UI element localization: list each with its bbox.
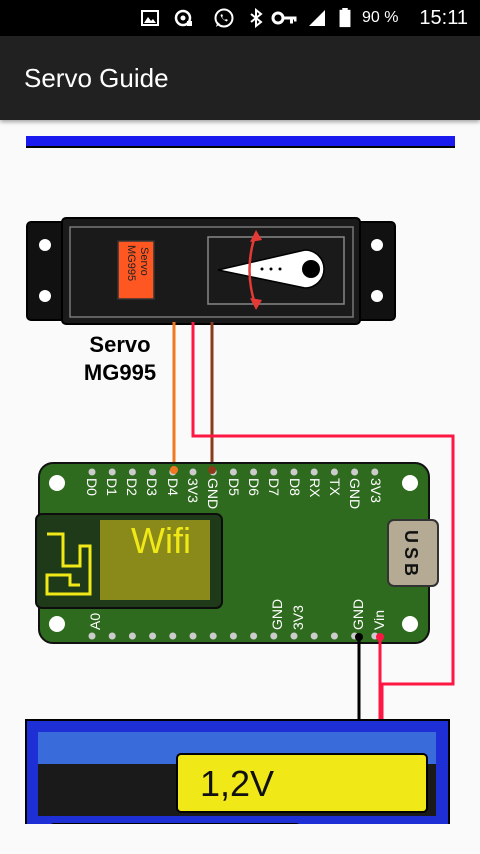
top-blue-bar (26, 136, 455, 148)
pin-dot (270, 632, 278, 640)
usb-connector (387, 519, 439, 587)
pin-label-d1: D1 (104, 478, 120, 496)
app-bar: Servo Guide (0, 36, 480, 120)
signal-icon (309, 10, 325, 26)
pin-dot (290, 632, 298, 640)
usb-label: USB (401, 530, 421, 580)
battery-percent: 90 % (362, 9, 399, 26)
pin-dot (108, 468, 116, 476)
pin-dot (88, 468, 96, 476)
pin-label-gnd-2: GND (347, 478, 363, 509)
pin-label-d8: D8 (287, 478, 303, 496)
pin-label-bottom-3v3: 3V3 (290, 605, 306, 630)
page-title: Servo Guide (24, 63, 169, 93)
pin-label-d7: D7 (266, 478, 282, 496)
content-scroll[interactable]: Servo MG995 Servo MG995 (0, 120, 480, 854)
pin-label-vin: Vin (371, 610, 387, 630)
pin-dot (310, 632, 318, 640)
antenna-icon (45, 532, 92, 596)
mount-hole-icon (39, 239, 51, 251)
battery-voltage-label: 1,2V (200, 763, 274, 804)
bottom-pin-row (88, 632, 379, 640)
power-wire (191, 322, 455, 720)
sync-icon (174, 9, 192, 27)
battery-icon (339, 8, 351, 28)
whatsapp-icon (214, 8, 234, 28)
status-bar: 90 % 15:11 (0, 0, 480, 36)
battery-cell-1 (176, 753, 428, 813)
pin-label-tx: TX (327, 478, 343, 497)
pin-dot (330, 468, 338, 476)
pin-dot (371, 468, 379, 476)
pin-label-bottom-gnd-2: GND (350, 599, 366, 630)
pin-label-d2: D2 (124, 478, 140, 496)
key-icon (271, 11, 297, 25)
pin-dot (270, 468, 278, 476)
pin-dot (128, 468, 136, 476)
servo-label-line1: Servo (89, 332, 150, 357)
pin-dot (108, 632, 116, 640)
wifi-label: Wifi (131, 520, 191, 561)
servo-wires (172, 322, 455, 720)
pin-dot (310, 468, 318, 476)
pin-label-gnd: GND (205, 478, 221, 509)
pin-label-d3: D3 (144, 478, 160, 496)
pin-label-d6: D6 (246, 478, 262, 496)
clock: 15:11 (419, 7, 468, 29)
pin-label-d4: D4 (165, 478, 181, 496)
bluetooth-icon (250, 8, 263, 28)
pin-dot (250, 632, 258, 640)
pin-dot (149, 632, 157, 640)
pin-label-bottom-gnd: GND (269, 599, 285, 630)
pin-dot (189, 468, 197, 476)
pin-dot (128, 632, 136, 640)
pin-label-3v3-2: 3V3 (368, 478, 384, 503)
pin-dot (229, 468, 237, 476)
pin-dot (250, 468, 258, 476)
pin-dot (189, 632, 197, 640)
pin-dot (88, 632, 96, 640)
pin-label-a0: A0 (87, 613, 103, 630)
pin-dot (149, 468, 157, 476)
image-icon (141, 10, 159, 26)
pin-dot (209, 632, 217, 640)
pin-dot (330, 632, 338, 640)
servo-motor: Servo MG995 (26, 217, 396, 325)
servo-label-line2: MG995 (84, 360, 156, 385)
pin-label-d0: D0 (84, 478, 100, 496)
servo-sticker (117, 240, 155, 300)
top-pin-row (88, 468, 379, 476)
wifi-chip (100, 520, 210, 600)
servo-wiring-diagram: Servo MG995 Servo MG995 (25, 136, 455, 854)
bottom-strip (0, 824, 480, 854)
pin-dot (290, 468, 298, 476)
servo-sticker-text-1: Servo (138, 247, 150, 276)
pin-dot (169, 632, 177, 640)
pin-dot (351, 468, 359, 476)
pin-label-3v3: 3V3 (185, 478, 201, 503)
pin-label-rx: RX (307, 478, 323, 498)
esp8266-board: D0 D1 D2 D3 D4 3V3 GND D5 D6 D7 D8 RX TX… (35, 462, 439, 644)
pin-label-d5: D5 (226, 478, 242, 496)
servo-sticker-text-2: MG995 (125, 245, 137, 281)
pin-dot (229, 632, 237, 640)
